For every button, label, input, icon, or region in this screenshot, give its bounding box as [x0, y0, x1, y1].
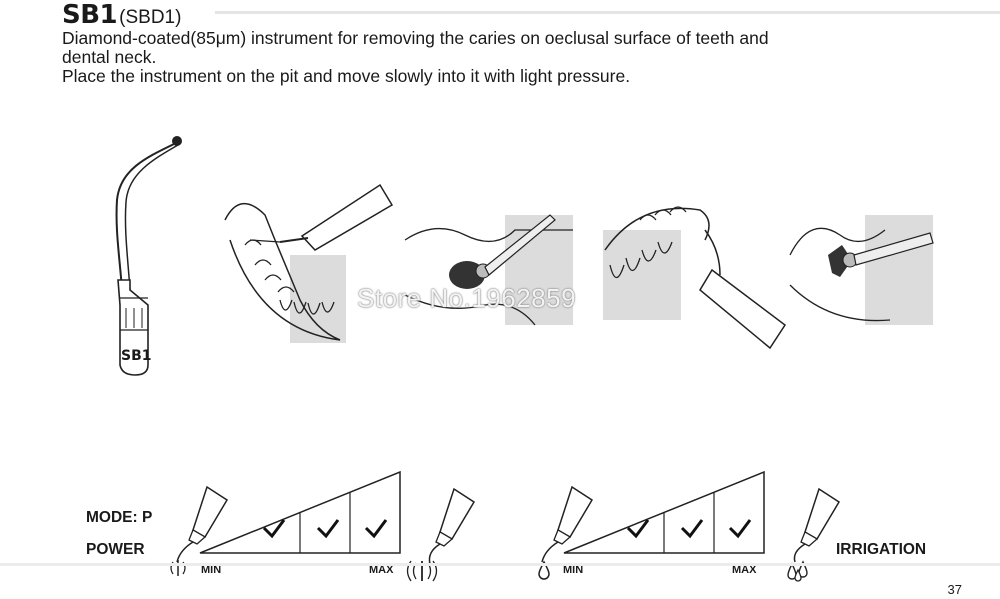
power-label: POWER [86, 541, 145, 558]
description-line-2: dental neck. [62, 47, 157, 67]
instrument-title: SB1(SBD1) [62, 0, 181, 30]
check-icon [316, 519, 340, 539]
tip-label: SB1 [121, 348, 152, 364]
instrument-tip-icon [115, 136, 182, 376]
description-line-3: Place the instrument on the pit and move… [62, 66, 631, 86]
water-drop-icon [538, 560, 550, 580]
bottom-divider [0, 563, 1000, 566]
irrigation-label: IRRIGATION [836, 541, 927, 558]
title-divider [215, 11, 1000, 14]
handpiece-icon [793, 487, 841, 563]
check-icon [364, 519, 388, 539]
power-max-label: MAX [369, 564, 394, 576]
vibration-icon [406, 560, 438, 582]
water-drop-icon [787, 560, 808, 582]
store-watermark: Store No.1962859 [357, 283, 577, 313]
handpiece-icon [541, 485, 594, 563]
check-icon [262, 519, 286, 539]
power-scale [199, 470, 401, 554]
illustration-mouth-handpiece [224, 183, 394, 343]
vibration-icon [170, 560, 186, 576]
irrigation-scale [563, 470, 765, 554]
irrigation-min-label: MIN [563, 564, 584, 576]
mode-label: MODE: P [86, 509, 153, 526]
description-line-1: Diamond-coated(85μm) instrument for remo… [62, 28, 769, 48]
handpiece-icon [428, 487, 476, 565]
irrigation-max-label: MAX [732, 564, 757, 576]
instrument-alt-code: (SBD1) [119, 7, 182, 28]
power-min-label: MIN [201, 564, 222, 576]
check-icon [626, 519, 650, 539]
illustration-mouth-handpiece-2 [603, 206, 787, 350]
illustration-tooth-closeup-2 [789, 215, 934, 325]
check-icon [680, 519, 704, 539]
page-number: 37 [947, 582, 962, 597]
instrument-code: SB1 [62, 0, 118, 30]
illustration-tooth-closeup-1 [404, 214, 573, 326]
instrument-description: Diamond-coated(85μm) instrument for remo… [62, 29, 962, 86]
check-icon [728, 519, 752, 539]
